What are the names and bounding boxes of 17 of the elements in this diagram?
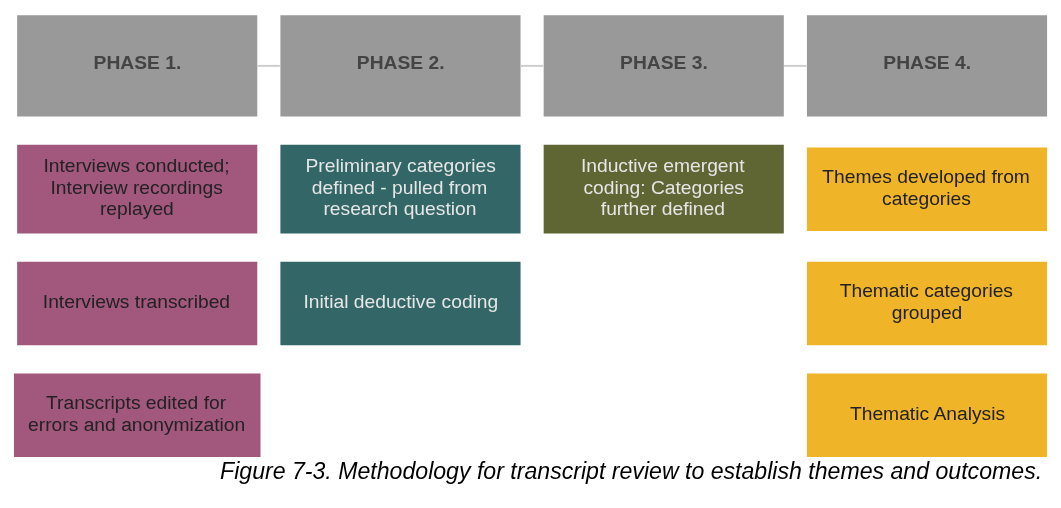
node-box: Thematic categories grouped (806, 261, 1048, 346)
caption: Figure 7-3. Methodology for transcript review to establish themes and outcomes. (220, 458, 1043, 485)
connector (783, 64, 808, 67)
node-box: Initial deductive coding (280, 261, 521, 346)
node-box: PHASE 4. (806, 15, 1048, 117)
node-box: PHASE 1. (17, 15, 258, 117)
node-box: Preliminary categories defined - pulled from research question (280, 144, 521, 234)
node-box: Interviews conducted; Interview recordings replayed (17, 144, 258, 234)
node-box: Interviews transcribed (17, 261, 258, 346)
node-box: PHASE 2. (280, 15, 521, 117)
connector (256, 64, 281, 67)
node-box: Thematic Analysis (806, 373, 1048, 457)
connector (519, 64, 545, 67)
node-box: PHASE 3. (543, 15, 784, 117)
node-box: Inductive emergent coding: Categories further defined (543, 144, 784, 234)
node-box: Themes developed from categories (806, 147, 1048, 231)
node-box: Transcripts edited for errors and anonymization (13, 373, 261, 457)
